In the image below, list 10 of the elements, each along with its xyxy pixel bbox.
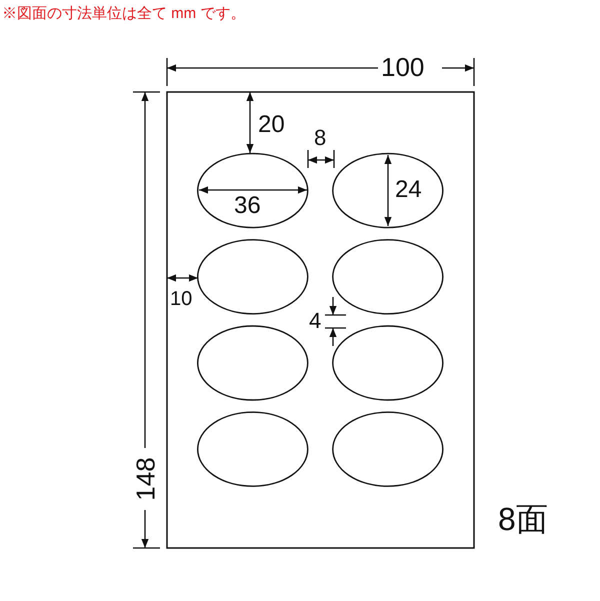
dimension-label: 36 xyxy=(234,194,261,218)
dimension-label: 100 xyxy=(381,54,424,80)
note-text: ※図面の寸法単位は全て mm です。 xyxy=(2,6,246,21)
dimension-label: 20 xyxy=(258,113,285,137)
dimension-label: 8 xyxy=(314,127,326,149)
dimension-label: 24 xyxy=(395,178,422,202)
dimension-label: 10 xyxy=(170,289,192,309)
dimension-label: 4 xyxy=(309,310,322,332)
sheet-count-label: 8面 xyxy=(498,503,548,535)
dimension-label: 148 xyxy=(132,457,158,501)
